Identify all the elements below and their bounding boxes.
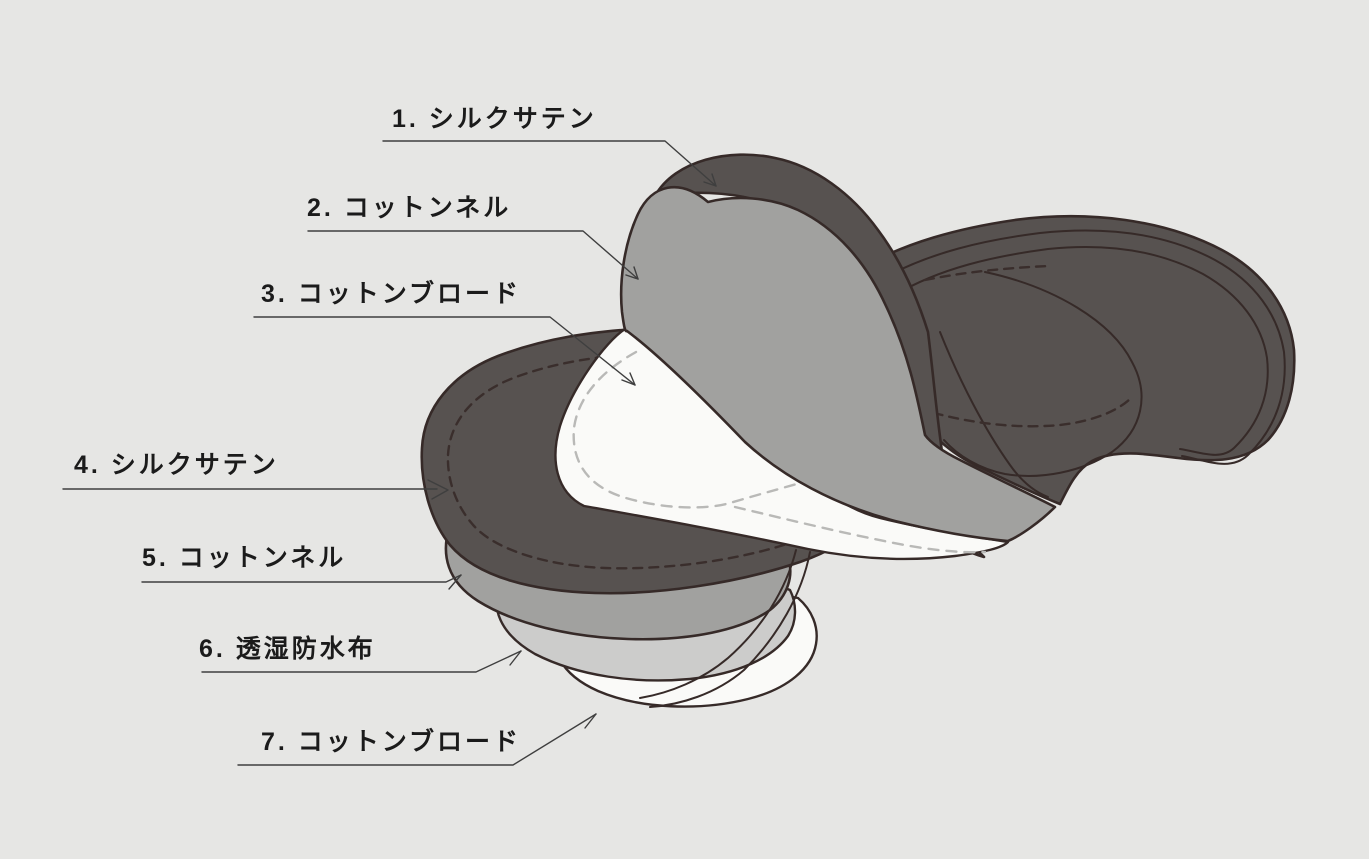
layer-label-4-text: 4. シルクサテン [74,451,279,479]
leader-line-6 [201,650,522,673]
layer-label-6: 6. 透湿防水布 [199,635,376,663]
leader-line-5 [141,574,462,590]
layer-label-5-text: 5. コットンネル [142,544,347,572]
layer-label-7-text: 7. コットンブロード [261,728,522,756]
flat-pad-right [856,214,1296,506]
layer-label-7: 7. コットンブロード [261,728,521,756]
inner-fold-line [939,331,1049,498]
stitch-branch-layer3 [733,505,987,554]
leader-line-1 [382,140,717,187]
layer1-flat-body [856,214,1296,506]
layer-label-2: 2. コットンネル [307,194,511,222]
cascade-edge-2 [649,551,811,708]
layer-edge-line-1 [879,229,1286,465]
leader-line-7 [237,713,597,766]
layer-label-3: 3. コットンブロード [261,280,521,308]
layer-label-5: 5. コットンネル [142,544,346,572]
layer2-lifted-hump [619,185,1057,543]
cascade-edge-1 [639,549,797,699]
layer-label-2-text: 2. コットンネル [307,194,512,222]
layer-label-6-text: 6. 透湿防水布 [199,635,376,663]
wing-fold-loop [943,271,1143,477]
leader-line-2 [307,230,639,280]
layer-label-1: 1. シルクサテン [392,105,597,133]
layer-edge-line-2 [894,245,1269,456]
layer-label-3-text: 3. コットンブロード [261,280,522,308]
leader-lines [62,140,717,766]
layer-label-4: 4. シルクサテン [74,451,279,479]
leader-line-3 [253,316,636,386]
leader-line-4 [62,479,449,500]
layer-label-1-text: 1. シルクサテン [392,105,597,133]
